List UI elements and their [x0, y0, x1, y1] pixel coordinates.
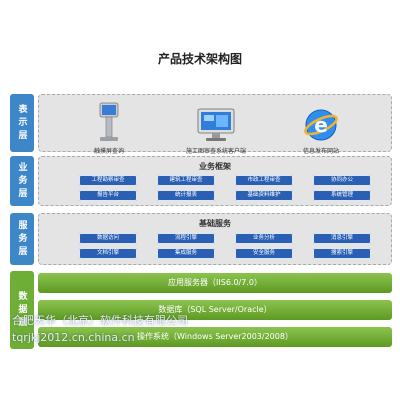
service-cell: 文档引擎: [79, 248, 137, 259]
service-panel: 基础服务 数据访问 流程引擎 业务分析 消息引擎 文档引擎 集成服务 安全服务 …: [38, 213, 392, 265]
service-layer-label: 服务层: [10, 213, 34, 265]
website-label: 信息发布网站: [302, 148, 339, 155]
client-item: 施工图审查系统客户端: [166, 101, 266, 155]
display-panel: 触摸屏查询 施工图审查系统客户端 e: [38, 94, 392, 155]
service-cell: 集成服务: [157, 248, 215, 259]
monitor-icon: [166, 101, 266, 143]
kiosk-icon: [59, 101, 159, 143]
display-layer: 表示层 触摸屏查询: [10, 94, 392, 155]
app-server-bar: 应用服务器（IIS6.0/7.0）: [38, 273, 392, 293]
service-layer: 服务层 基础服务 数据访问 流程引擎 业务分析 消息引擎 文档引擎 集成服务 安…: [10, 213, 392, 265]
client-label: 施工图审查系统客户端: [185, 148, 246, 155]
svg-text:e: e: [314, 113, 328, 137]
diagram-title: 产品技术架构图: [157, 52, 242, 66]
internet-explorer-icon: e: [271, 101, 371, 143]
display-layer-label: 表示层: [10, 94, 34, 152]
kiosk-label: 触摸屏查询: [93, 148, 124, 155]
database-bar: 数据库（SQL Server/Oracle）: [38, 300, 392, 320]
business-panel-title: 业务框架: [199, 162, 231, 171]
kiosk-item: 触摸屏查询: [59, 101, 159, 155]
business-panel: 业务框架 工程勘察审查 建筑工程审查 市政工程审查 协同办公 报告平台 统计报表…: [38, 156, 392, 206]
business-cell: 工程勘察审查: [79, 175, 137, 186]
service-cell: 业务分析: [235, 233, 293, 244]
watermark-company: 合肥天华（北京）软件科技有限公司: [12, 314, 188, 327]
business-cell: 基础资料维护: [235, 190, 293, 201]
service-panel-title: 基础服务: [199, 219, 231, 228]
business-cell: 建筑工程审查: [157, 175, 215, 186]
os-bar: 操作系统（Windows Server2003/2008）: [38, 327, 392, 347]
service-cell: 消息引擎: [313, 233, 371, 244]
service-cell: 数据访问: [79, 233, 137, 244]
business-cell: 市政工程审查: [235, 175, 293, 186]
business-layer-label: 业务层: [10, 156, 34, 206]
watermark-url: tqrjkj2012.cn.china.cn: [12, 331, 135, 344]
website-item: e 信息发布网站: [271, 101, 371, 155]
service-cell: 安全服务: [235, 248, 293, 259]
business-cell: 系统管理: [313, 190, 371, 201]
data-layer-label: 数据层: [10, 271, 34, 349]
business-cell: 报告平台: [79, 190, 137, 201]
business-cell: 协同办公: [313, 175, 371, 186]
service-cell: 流程引擎: [157, 233, 215, 244]
data-layer: 数据层 应用服务器（IIS6.0/7.0） 数据库（SQL Server/Ora…: [10, 271, 392, 349]
business-cell: 统计报表: [157, 190, 215, 201]
service-cell: 搜索引擎: [313, 248, 371, 259]
business-layer: 业务层 业务框架 工程勘察审查 建筑工程审查 市政工程审查 协同办公 报告平台 …: [10, 156, 392, 206]
